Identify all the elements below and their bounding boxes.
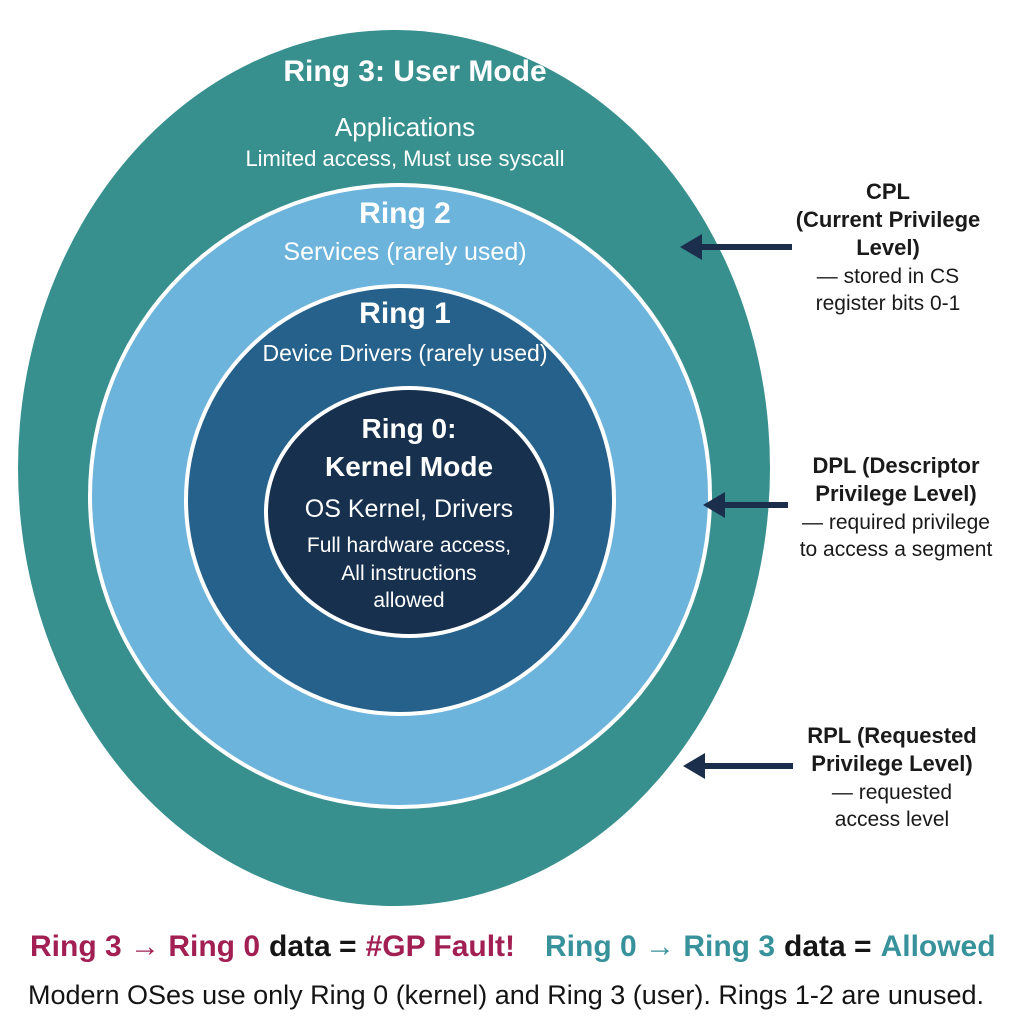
rule-denied-transition: Ring 3 → Ring 0	[30, 930, 261, 963]
modern-os-note: Modern OSes use only Ring 0 (kernel) and…	[28, 980, 984, 1010]
ring0-kernel-mode-ellipse: Ring 0: Kernel Mode OS Kernel, Drivers F…	[264, 386, 554, 638]
rule-allowed-middle: data =	[784, 930, 872, 963]
cpl-title: CPL (Current Privilege Level)	[795, 179, 981, 261]
rpl-arrow-icon	[703, 763, 793, 769]
cpl-annotation: CPL (Current Privilege Level) — stored i…	[768, 178, 1008, 318]
rpl-description: — requested access level	[831, 781, 953, 832]
rpl-annotation: RPL (Requested Privilege Level) — reques…	[772, 722, 1012, 834]
rpl-arrowhead-icon	[683, 753, 705, 779]
rule-allowed-transition: Ring 0 → Ring 3	[545, 930, 776, 963]
ring3-description: Limited access, Must use syscall	[245, 146, 565, 171]
cpl-description: — stored in CS register bits 0-1	[815, 265, 961, 316]
cpl-arrowhead-icon	[680, 234, 702, 260]
dpl-arrow-icon	[723, 502, 788, 508]
rule-denied-result: #GP Fault!	[365, 930, 516, 963]
dpl-annotation: DPL (Descriptor Privilege Level) — requi…	[772, 452, 1020, 564]
rule-allowed-result: Allowed	[880, 930, 996, 963]
dpl-title: DPL (Descriptor Privilege Level)	[812, 453, 980, 507]
ring1-title: Ring 1	[359, 297, 451, 330]
ring3-subtitle: Applications	[334, 112, 476, 142]
cpl-arrow-icon	[700, 244, 792, 250]
ring0-subtitle: OS Kernel, Drivers	[304, 495, 514, 524]
rule-denied-middle: data =	[269, 930, 357, 963]
dpl-description: — required privilege to access a segment	[799, 511, 993, 562]
rpl-title: RPL (Requested Privilege Level)	[807, 723, 977, 777]
ring2-title: Ring 2	[359, 197, 451, 230]
ring2-subtitle: Services (rarely used)	[283, 238, 527, 266]
ring0-title: Ring 0: Kernel Mode	[324, 412, 494, 482]
dpl-arrowhead-icon	[703, 492, 725, 518]
ring3-title: Ring 3: User Mode	[283, 55, 547, 88]
ring0-description: Full hardware access, All instructions a…	[306, 534, 512, 612]
ring1-subtitle: Device Drivers (rarely used)	[262, 340, 548, 366]
